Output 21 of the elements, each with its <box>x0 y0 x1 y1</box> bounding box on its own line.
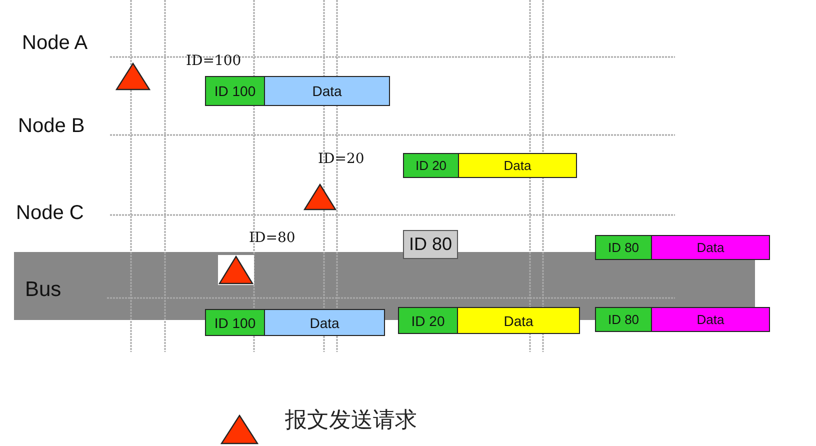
frame-data-field: Data <box>651 235 770 260</box>
legend-label: 报文发送请求 <box>285 407 417 435</box>
frame-id-field: ID 80 <box>403 230 458 259</box>
node-label: Node C <box>16 202 84 225</box>
node-label: Node A <box>22 32 88 55</box>
frame-id-field: ID 20 <box>398 307 458 334</box>
id-label: ID=100 <box>186 53 242 69</box>
frame-id-field: ID 80 <box>595 307 652 332</box>
frame-data-field: Data <box>457 307 580 334</box>
frame-id-field: ID 80 <box>595 235 652 260</box>
frame-data-field: Data <box>458 153 577 178</box>
frame-id-field: ID 100 <box>205 309 265 336</box>
node-label: Node B <box>18 115 85 138</box>
frame-data-field: Data <box>651 307 770 332</box>
frame-data-field: Data <box>264 309 385 336</box>
id-label: ID=80 <box>249 230 296 246</box>
id-label: ID=20 <box>318 151 364 167</box>
bus-label: Bus <box>25 278 62 302</box>
frame-id-field: ID 100 <box>205 76 265 106</box>
frame-id-field: ID 20 <box>403 153 459 178</box>
frame-data-field: Data <box>264 76 390 106</box>
